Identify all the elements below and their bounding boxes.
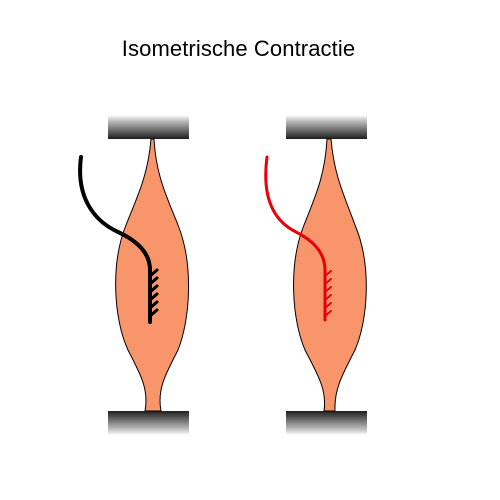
left-muscle-unit <box>78 115 189 435</box>
right-bottom-clamp <box>286 411 367 435</box>
left-nerve-fiber <box>78 155 152 324</box>
left-nerve-endings <box>148 268 159 318</box>
left-nerve <box>78 155 159 324</box>
left-top-clamp <box>108 115 189 139</box>
left-bottom-clamp <box>108 411 189 435</box>
right-muscle-body <box>293 138 367 412</box>
page-title: Isometrische Contractie <box>121 36 356 61</box>
right-top-clamp <box>286 115 367 139</box>
right-muscle-unit <box>264 115 367 435</box>
right-nerve <box>264 155 332 322</box>
right-nerve-fiber <box>264 155 327 322</box>
right-nerve-endings <box>324 270 332 317</box>
